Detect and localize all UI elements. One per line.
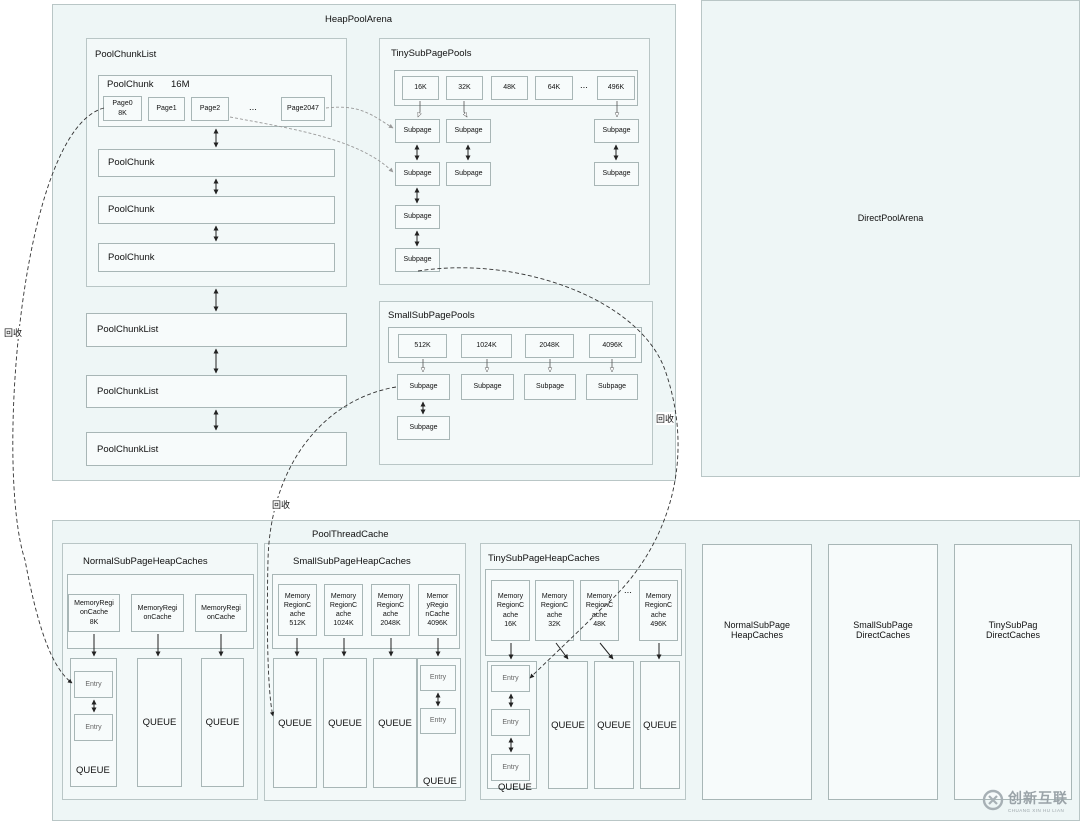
memory-region-cache-4096k: Memor yRegio nCache 4096K: [418, 584, 457, 636]
pool-chunk-title: PoolChunk: [107, 79, 154, 90]
entry: Entry: [491, 665, 530, 692]
direct-pool-arena: DirectPoolArena: [701, 0, 1080, 477]
small-subpage: Subpage: [397, 374, 450, 400]
pool-thread-cache-title: PoolThreadCache: [312, 529, 389, 540]
tiny-size-ellipsis: ...: [580, 80, 588, 91]
queue-label: QUEUE: [498, 782, 532, 793]
memory-region-cache-32k: Memory RegionC ache 32K: [535, 580, 574, 641]
memory-region-cache-16k: Memory RegionC ache 16K: [491, 580, 530, 641]
entry: Entry: [74, 714, 113, 741]
tiny-cache-ellipsis: ...: [624, 585, 632, 596]
queue: QUEUE: [594, 661, 634, 789]
queue: QUEUE: [640, 661, 680, 789]
tiny-caches-title: TinySubPageHeapCaches: [488, 553, 600, 564]
heap-pool-arena-title: HeapPoolArena: [325, 14, 393, 25]
pool-chunk-list: PoolChunkList: [86, 375, 347, 408]
queue-label: QUEUE: [76, 765, 110, 776]
recycle-label: 回收: [272, 498, 291, 511]
entry: Entry: [491, 709, 530, 736]
memory-region-cache: MemoryRegi onCache: [131, 594, 184, 632]
queue-label: QUEUE: [423, 776, 457, 787]
entry: Entry: [74, 671, 113, 698]
page-1: Page1: [148, 97, 185, 121]
watermark: 创新互联 CHUANG XIN HU LIAN: [982, 785, 1078, 815]
tiny-subpage: Subpage: [594, 119, 639, 143]
direct-pool-arena-title: DirectPoolArena: [857, 212, 924, 223]
page-2047: Page2047: [281, 97, 325, 121]
memory-region-cache: MemoryRegi onCache: [195, 594, 247, 632]
tiny-size-32k: 32K: [446, 76, 483, 100]
small-subpage: Subpage: [524, 374, 576, 400]
pool-chunk-list-label: PoolChunkList: [97, 324, 159, 335]
queue: QUEUE: [273, 658, 317, 788]
pool-chunk-list-label: PoolChunkList: [97, 386, 159, 397]
memory-region-cache-8k: MemoryRegi onCache 8K: [68, 594, 120, 632]
queue: QUEUE: [323, 658, 367, 788]
pool-chunk: PoolChunk: [98, 196, 335, 224]
pool-chunk-list-title: PoolChunkList: [95, 49, 157, 60]
tiny-subpage: Subpage: [446, 162, 491, 186]
tiny-subpage: Subpage: [446, 119, 491, 143]
watermark-subtext: CHUANG XIN HU LIAN: [1008, 807, 1065, 813]
entry: Entry: [420, 708, 456, 734]
page-ellipsis: ...: [249, 102, 257, 113]
pool-chunk-label: PoolChunk: [108, 204, 155, 215]
memory-region-cache-1024k: Memory RegionC ache 1024K: [324, 584, 363, 636]
tiny-subpage: Subpage: [395, 162, 440, 186]
watermark-logo-icon: [982, 789, 1004, 811]
small-size-4096k: 4096K: [589, 334, 636, 358]
tiny-size-48k: 48K: [491, 76, 528, 100]
queue: QUEUE: [373, 658, 417, 788]
memory-region-cache-496k: Memory RegionC ache 496K: [639, 580, 678, 641]
page-0: Page0 8K: [103, 96, 142, 121]
small-subpage: Subpage: [461, 374, 514, 400]
pool-chunk-label: PoolChunk: [108, 157, 155, 168]
tiny-subpage: Subpage: [594, 162, 639, 186]
pool-chunk-size: 16M: [171, 79, 190, 90]
tiny-subpage: Subpage: [395, 119, 440, 143]
recycle-label: 回收: [4, 326, 23, 339]
small-size-1024k: 1024K: [461, 334, 512, 358]
tiny-subpage-direct-caches: TinySubPag DirectCaches: [954, 544, 1072, 800]
normal-subpage-direct-caches: NormalSubPage HeapCaches: [702, 544, 812, 800]
pool-chunk: PoolChunk: [98, 243, 335, 272]
queue: QUEUE: [548, 661, 588, 789]
normal-caches-title: NormalSubPageHeapCaches: [83, 556, 208, 567]
pool-chunk-list-label: PoolChunkList: [97, 444, 159, 455]
small-size-2048k: 2048K: [525, 334, 574, 358]
queue: QUEUE: [137, 658, 182, 787]
pool-chunk-list: PoolChunkList: [86, 432, 347, 466]
small-subpage: Subpage: [397, 416, 450, 440]
tiny-subpage: Subpage: [395, 205, 440, 229]
entry: Entry: [491, 754, 530, 781]
memory-region-cache-48k: Memory RegionC ache 48K: [580, 580, 619, 641]
entry: Entry: [420, 665, 456, 691]
recycle-label: 回收: [656, 412, 675, 425]
pool-chunk-list: PoolChunkList: [86, 313, 347, 347]
pool-chunk-label: PoolChunk: [108, 252, 155, 263]
page-2: Page2: [191, 97, 229, 121]
watermark-text: 创新互联: [1008, 789, 1068, 806]
tiny-size-16k: 16K: [402, 76, 439, 100]
tiny-size-64k: 64K: [535, 76, 573, 100]
small-size-512k: 512K: [398, 334, 447, 358]
small-caches-title: SmallSubPageHeapCaches: [293, 556, 411, 567]
memory-region-cache-512k: Memory RegionC ache 512K: [278, 584, 317, 636]
small-subpage-direct-caches: SmallSubPage DirectCaches: [828, 544, 938, 800]
tiny-subpage-pools-title: TinySubPagePools: [391, 48, 472, 59]
small-subpage: Subpage: [586, 374, 638, 400]
queue: QUEUE: [201, 658, 244, 787]
memory-region-cache-2048k: Memory RegionC ache 2048K: [371, 584, 410, 636]
pool-chunk: PoolChunk: [98, 149, 335, 177]
tiny-subpage: Subpage: [395, 248, 440, 272]
tiny-size-496k: 496K: [597, 76, 635, 100]
small-subpage-pools-title: SmallSubPagePools: [388, 310, 475, 321]
